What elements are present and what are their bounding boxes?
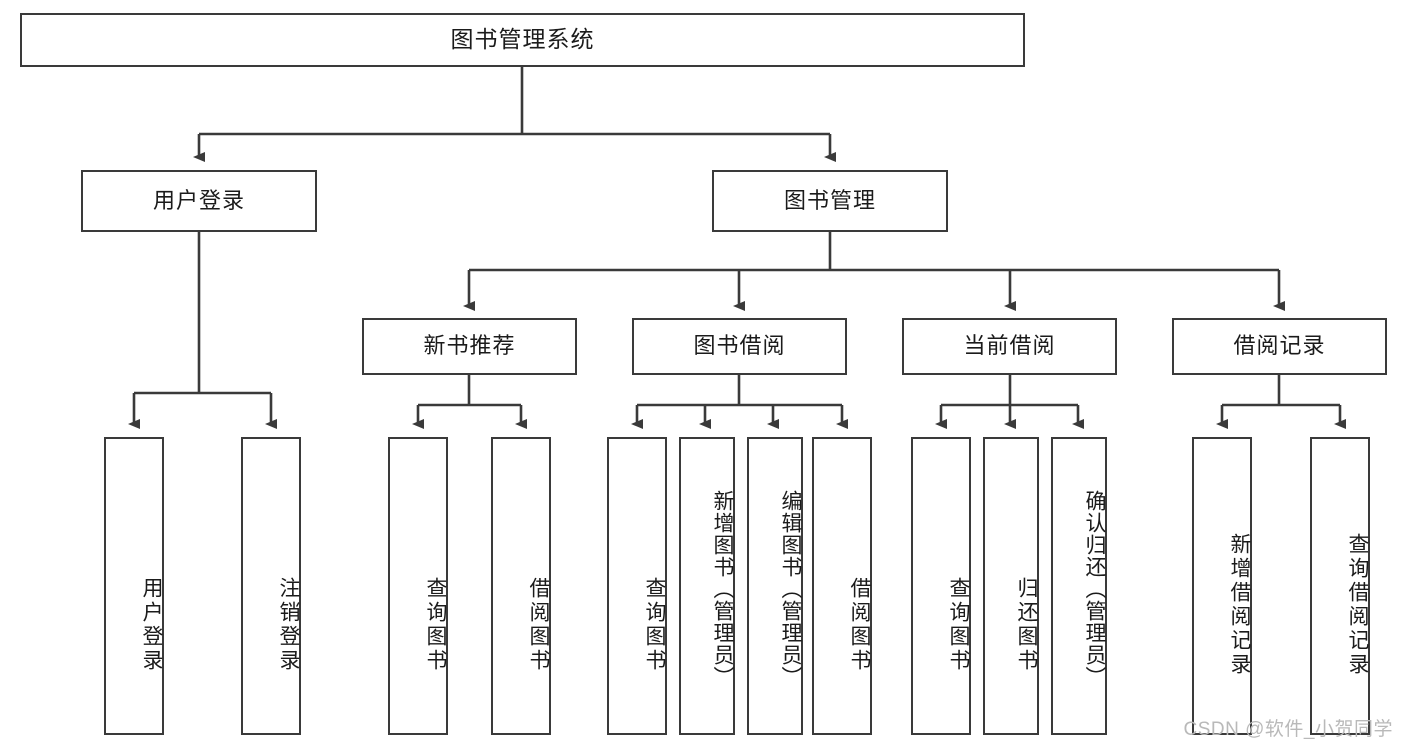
leaf-record-query-record[interactable]: 查询借阅记录: [1310, 437, 1370, 735]
leaf-recommend-borrow-book[interactable]: 借阅图书: [491, 437, 551, 735]
leaf-current-confirm-return-admin[interactable]: 确认归还（管理员）: [1051, 437, 1107, 735]
node-book-borrow[interactable]: 图书借阅: [632, 318, 847, 375]
node-label: 借阅图书: [527, 577, 550, 673]
node-label: 查询图书: [424, 577, 447, 673]
node-borrow-record[interactable]: 借阅记录: [1172, 318, 1387, 375]
csdn-watermark: CSDN @软件_小贺同学: [1183, 719, 1393, 740]
leaf-record-add-record[interactable]: 新增借阅记录: [1192, 437, 1252, 735]
leaf-user-login-logout[interactable]: 注销登录: [241, 437, 301, 735]
leaf-current-return-book[interactable]: 归还图书: [983, 437, 1039, 735]
node-label: 用户登录: [152, 187, 245, 213]
node-user-login[interactable]: 用户登录: [81, 170, 317, 232]
node-label: 确认归还（管理员）: [1083, 490, 1106, 688]
node-label: 查询图书: [643, 577, 666, 673]
leaf-recommend-query-book[interactable]: 查询图书: [388, 437, 448, 735]
node-label: 查询图书: [947, 577, 970, 673]
leaf-user-login-login[interactable]: 用户登录: [104, 437, 164, 735]
node-label: 图书管理: [783, 187, 876, 213]
leaf-borrow-edit-book-admin[interactable]: 编辑图书（管理员）: [747, 437, 803, 735]
node-label: 新增图书（管理员）: [711, 490, 734, 688]
leaf-borrow-query-book[interactable]: 查询图书: [607, 437, 667, 735]
node-current-borrow[interactable]: 当前借阅: [902, 318, 1117, 375]
leaf-borrow-borrow-book[interactable]: 借阅图书: [812, 437, 872, 735]
node-book-management[interactable]: 图书管理: [712, 170, 948, 232]
node-label: 借阅记录: [1233, 333, 1326, 359]
leaf-borrow-add-book-admin[interactable]: 新增图书（管理员）: [679, 437, 735, 735]
node-root-system[interactable]: 图书管理系统: [20, 13, 1025, 67]
node-label: 编辑图书（管理员）: [779, 490, 802, 688]
node-label: 借阅图书: [848, 577, 871, 673]
node-label: 当前借阅: [963, 333, 1056, 359]
node-label: 注销登录: [277, 577, 300, 673]
node-label: 用户登录: [140, 577, 163, 673]
node-label: 图书管理系统: [450, 26, 595, 53]
node-label: 归还图书: [1015, 577, 1038, 673]
node-new-book-recommend[interactable]: 新书推荐: [362, 318, 577, 375]
node-label: 新书推荐: [423, 333, 516, 359]
node-label: 新增借阅记录: [1228, 533, 1251, 677]
node-label: 图书借阅: [693, 333, 786, 359]
node-label: 查询借阅记录: [1346, 533, 1369, 677]
leaf-current-query-book[interactable]: 查询图书: [911, 437, 971, 735]
